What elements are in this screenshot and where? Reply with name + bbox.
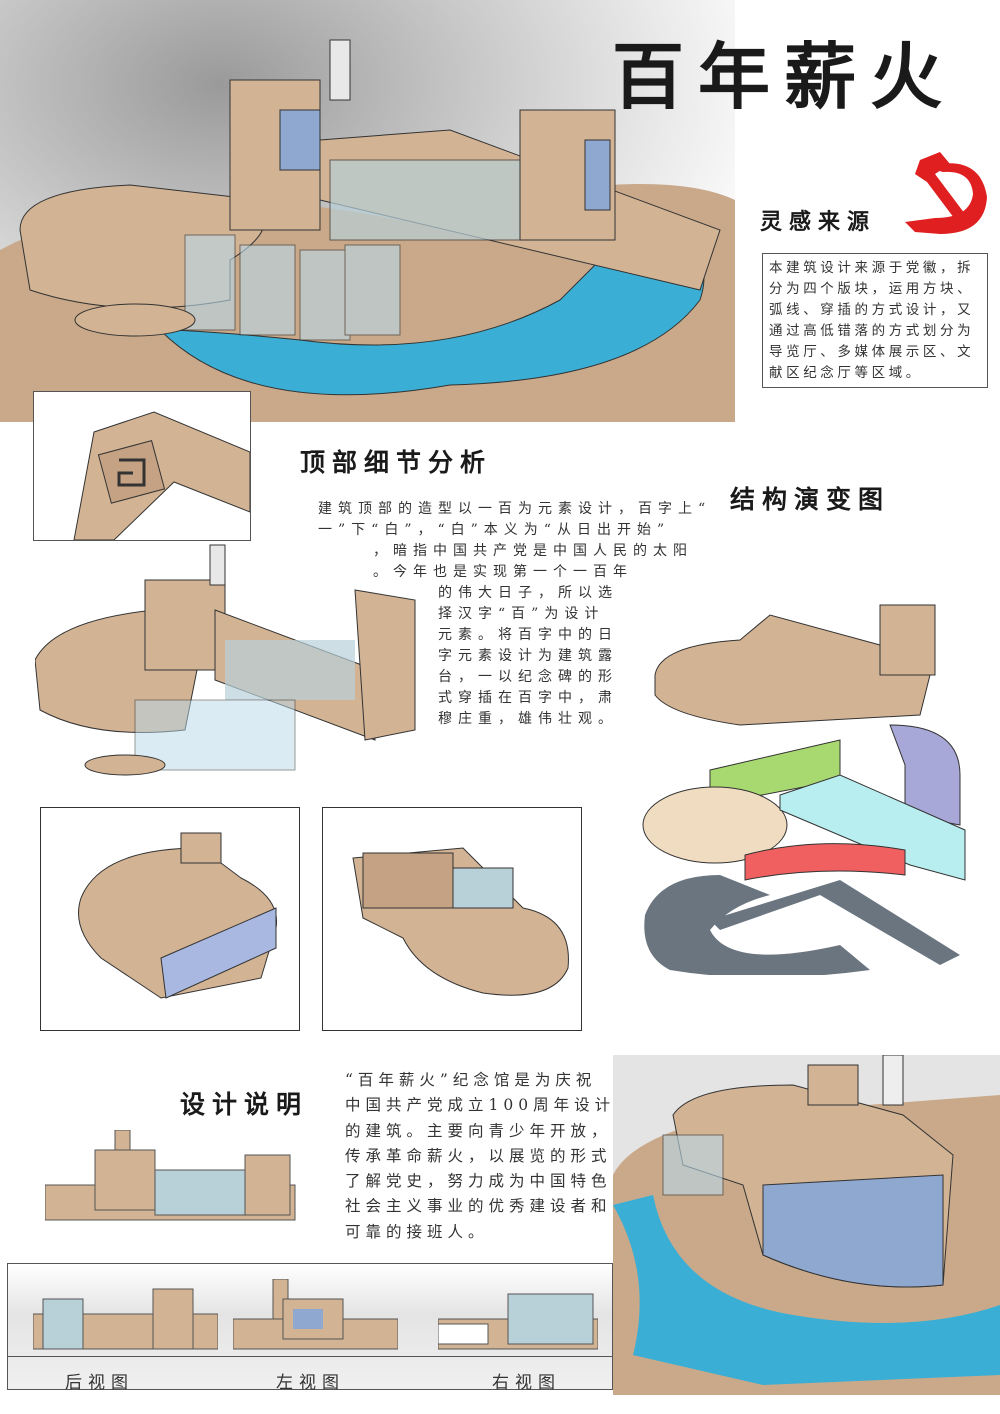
text-line: 字元素设计为建筑露 xyxy=(438,648,618,664)
text-line: 本建筑设计来源于党徽，拆 xyxy=(769,260,975,276)
text-line: 献区纪念厅等区域。 xyxy=(769,365,923,381)
aerial-view-1 xyxy=(40,807,300,1031)
hero-render xyxy=(0,0,735,422)
roof-detail-text: 建筑顶部的造型以一百为元素设计，百字上“ 一”下“白”，“白”本义为“从日出开始… xyxy=(318,499,711,730)
roof-detail-inset xyxy=(33,391,251,541)
inspiration-heading: 灵感来源 xyxy=(760,210,877,235)
text-line: 择汉字“百”为设计 xyxy=(438,606,605,622)
text-line: 台，一以纪念碑的形 xyxy=(438,669,618,685)
poster-title: 百年薪火 xyxy=(612,35,957,119)
elevation-views-strip: 后视图 左视图 右视图 xyxy=(7,1263,613,1393)
text-line: 导览厅、多媒体展示区、文 xyxy=(769,344,975,360)
perspective-render xyxy=(613,1055,1000,1395)
rear-view-drawing xyxy=(33,1288,218,1350)
front-elevation xyxy=(45,1130,296,1221)
text-line: 社会主义事业的优秀建设者和 xyxy=(345,1197,612,1216)
text-line: 可靠的接班人。 xyxy=(345,1222,489,1241)
right-view-label: 右视图 xyxy=(492,1373,561,1393)
left-view-label: 左视图 xyxy=(276,1373,345,1393)
text-line: “百年薪火”纪念馆是为庆祝 xyxy=(345,1071,597,1089)
text-line: 穆庄重，雄伟壮观。 xyxy=(438,711,618,727)
text-line: 元素。将百字中的日 xyxy=(438,627,618,643)
text-line: 。今年也是实现第一个一百年 xyxy=(373,564,633,580)
left-view-drawing xyxy=(233,1279,398,1350)
text-line: 分为四个版块，运用方块、 xyxy=(769,281,975,297)
rear-view-label: 后视图 xyxy=(65,1373,134,1393)
aerial-view-2 xyxy=(322,807,582,1031)
text-line: 建筑顶部的造型以一百为元素设计，百字上“ xyxy=(318,501,712,517)
main-building-render xyxy=(0,39,735,422)
text-line: 弧线、穿插的方式设计，又 xyxy=(769,302,975,318)
text-line: 传承革命薪火，以展览的形式 xyxy=(345,1146,612,1165)
text-line: 的建筑。主要向青少年开放， xyxy=(345,1121,612,1140)
text-line: 一”下“白”，“白”本义为“从日出开始” xyxy=(318,522,671,538)
design-notes-text: “百年薪火”纪念馆是为庆祝 中国共产党成立100周年设计 的建筑。主要向青少年开… xyxy=(345,1068,615,1245)
isometric-building xyxy=(35,544,416,776)
text-line: 中国共产党成立100周年设计 xyxy=(345,1096,616,1115)
roof-detail-heading: 顶部细节分析 xyxy=(300,448,493,477)
text-line: 的伟大日子，所以选 xyxy=(438,585,618,601)
divider xyxy=(8,1356,612,1357)
structure-heading: 结构演变图 xyxy=(730,485,891,514)
hammer-sickle-icon xyxy=(905,152,987,234)
text-line: 通过高低错落的方式划分为 xyxy=(769,323,975,339)
inspiration-textbox: 本建筑设计来源于党徽，拆 分为四个版块，运用方块、 弧线、穿插的方式设计，又 通… xyxy=(762,253,988,388)
text-line: 式穿插在百字中，肃 xyxy=(438,690,618,706)
right-view-drawing xyxy=(438,1293,598,1350)
text-line: 了解党史，努力成为中国特色 xyxy=(345,1172,612,1191)
structure-evolution-diagram xyxy=(642,604,966,975)
design-notes-heading: 设计说明 xyxy=(180,1090,309,1119)
text-line: ，暗指中国共产党是中国人民的太阳 xyxy=(373,543,693,559)
